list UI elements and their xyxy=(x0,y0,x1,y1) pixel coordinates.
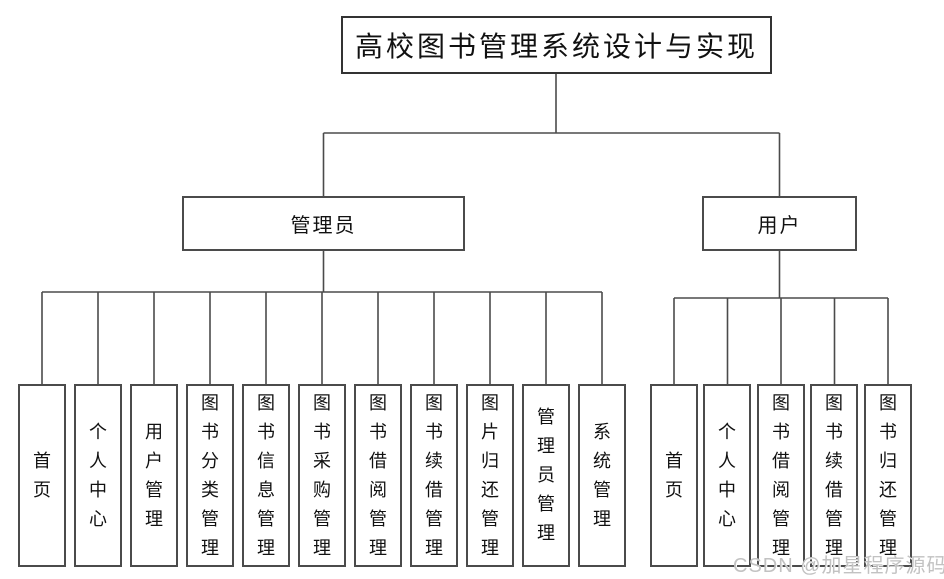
node-admin-personal-center: 个人中心 xyxy=(74,384,122,567)
node-label: 系统管理 xyxy=(593,421,611,529)
node-user-home: 首页 xyxy=(650,384,698,567)
node-label: 首页 xyxy=(665,450,683,500)
node-user-book-return-management: 图书归还管理 xyxy=(864,384,912,567)
node-admin-system-management: 系统管理 xyxy=(578,384,626,567)
node-admin-book-renew-management: 图书续借管理 xyxy=(410,384,458,567)
node-label: 图书采购管理 xyxy=(313,392,331,558)
node-admin-book-category-management: 图书分类管理 xyxy=(186,384,234,567)
node-label: 图书信息管理 xyxy=(257,392,275,558)
diagram-title-node: 高校图书管理系统设计与实现 xyxy=(341,16,772,74)
node-admin-home: 首页 xyxy=(18,384,66,567)
diagram-title-label: 高校图书管理系统设计与实现 xyxy=(354,31,758,62)
node-label: 图书归还管理 xyxy=(879,392,897,558)
node-user-personal-center: 个人中心 xyxy=(703,384,751,567)
node-label: 图书借阅管理 xyxy=(772,392,790,558)
node-label: 图书续借管理 xyxy=(825,392,843,558)
node-label: 图书借阅管理 xyxy=(369,392,387,558)
node-label: 个人中心 xyxy=(89,421,107,529)
node-label: 图书分类管理 xyxy=(201,392,219,558)
node-admin-user-management: 用户管理 xyxy=(130,384,178,567)
node-admin-picture-return-management: 图片归还管理 xyxy=(466,384,514,567)
node-admin-book-purchase-management: 图书采购管理 xyxy=(298,384,346,567)
node-label: 图书续借管理 xyxy=(425,392,443,558)
node-admin-book-info-management: 图书信息管理 xyxy=(242,384,290,567)
node-label: 图片归还管理 xyxy=(481,392,499,558)
node-label: 管理员管理 xyxy=(537,407,555,543)
node-label: 个人中心 xyxy=(718,421,736,529)
node-admin: 管理员 xyxy=(182,196,465,251)
node-user: 用户 xyxy=(702,196,857,251)
node-user-book-renew-management: 图书续借管理 xyxy=(810,384,858,567)
node-label: 用户管理 xyxy=(145,421,163,529)
node-label: 首页 xyxy=(33,450,51,500)
node-user-label: 用户 xyxy=(757,215,802,237)
node-admin-administrator-management: 管理员管理 xyxy=(522,384,570,567)
node-admin-book-borrow-management: 图书借阅管理 xyxy=(354,384,402,567)
node-admin-label: 管理员 xyxy=(290,215,357,237)
node-user-book-borrow-management: 图书借阅管理 xyxy=(757,384,805,567)
csdn-watermark: CSDN @加星程序源码 xyxy=(733,555,944,577)
